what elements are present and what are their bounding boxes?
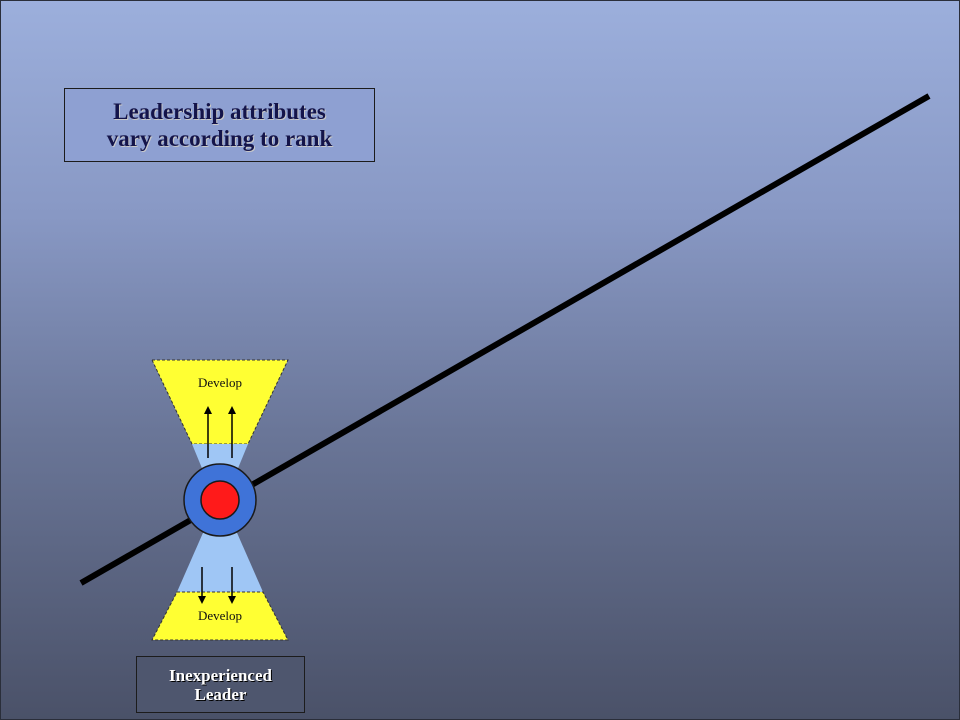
title-box: Leadership attributes vary according to …: [64, 88, 375, 162]
title-line-2: vary according to rank: [106, 126, 333, 151]
develop-zone-top: [151, 359, 289, 445]
leader-core: [200, 480, 240, 520]
leader-label-line-2: Leader: [194, 684, 247, 704]
develop-label-bottom: Develop: [198, 608, 242, 623]
leader-label-line-1: Inexperienced: [169, 665, 272, 685]
title-line-1: Leadership attributes: [113, 99, 326, 124]
develop-label-top: Develop: [198, 375, 242, 390]
develop-zone-bottom: [151, 591, 289, 641]
leader-box: Inexperienced Leader: [136, 656, 305, 713]
attribute-zone-bottom: [177, 526, 263, 592]
